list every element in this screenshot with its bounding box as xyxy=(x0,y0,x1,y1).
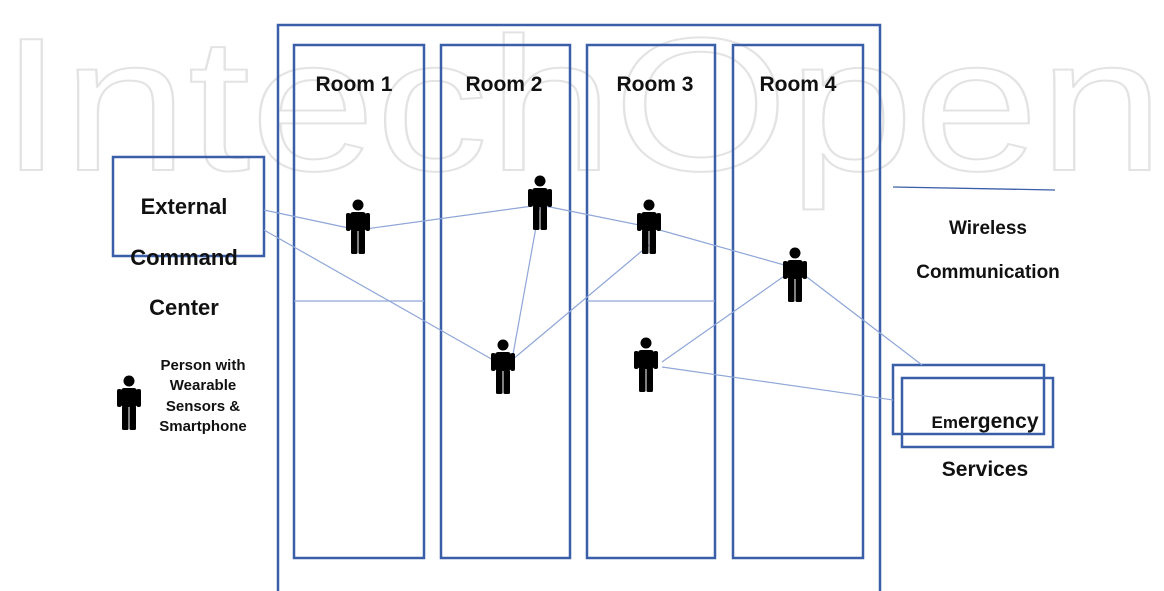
ecc-line-2: Command xyxy=(130,244,238,270)
link-p4-p6 xyxy=(648,226,796,269)
link-p3-p4 xyxy=(511,244,650,361)
external-command-center-label: External Command Center xyxy=(109,169,259,346)
watermark-text: IntechOpen xyxy=(0,0,1164,211)
emergency-prefix: Em xyxy=(931,413,958,433)
link-p2-p3 xyxy=(511,204,541,361)
room-1-label: Room 1 xyxy=(315,73,393,96)
room-2-label: Room 2 xyxy=(465,73,543,96)
external-command-center-box xyxy=(111,155,266,258)
room-4-box xyxy=(731,43,865,560)
ecc-line-1: External xyxy=(140,194,228,220)
communication-links xyxy=(263,204,923,401)
person-icon-room-4 xyxy=(783,247,807,302)
link-p6-emergency xyxy=(794,267,923,366)
emergency-line-1: Emergency xyxy=(910,410,1060,434)
room-2-box xyxy=(439,43,572,560)
ecc-line-3: Center xyxy=(149,295,219,321)
link-p5-emergency xyxy=(661,366,894,401)
wireless-legend-line xyxy=(892,186,1056,191)
link-ecc-p1 xyxy=(263,209,359,231)
emergency-rest: ergency xyxy=(957,410,1039,434)
legend-label: Person with Wearable Sensors & Smartphon… xyxy=(159,357,247,435)
room-3-label: Room 3 xyxy=(616,73,694,96)
building-outline xyxy=(276,23,882,591)
wireless-line-1: Wireless xyxy=(949,217,1027,239)
emergency-box-front xyxy=(900,376,1055,449)
emergency-line-2: Services xyxy=(941,458,1029,482)
person-icon-room-2-bottom xyxy=(491,339,515,394)
room-4-label: Room 4 xyxy=(759,73,837,96)
person-icon-room-3-bottom xyxy=(634,337,658,392)
link-p5-p6 xyxy=(661,271,791,363)
link-ecc-p3 xyxy=(263,229,503,366)
emergency-services-label: Emergency Services xyxy=(910,386,1060,507)
link-p2-p4 xyxy=(539,204,650,228)
link-p1-p2 xyxy=(357,204,541,231)
wireless-line-2: Communication xyxy=(916,261,1060,283)
wireless-communication-label: Wireless Communication xyxy=(888,196,1088,305)
person-icon xyxy=(117,375,141,430)
